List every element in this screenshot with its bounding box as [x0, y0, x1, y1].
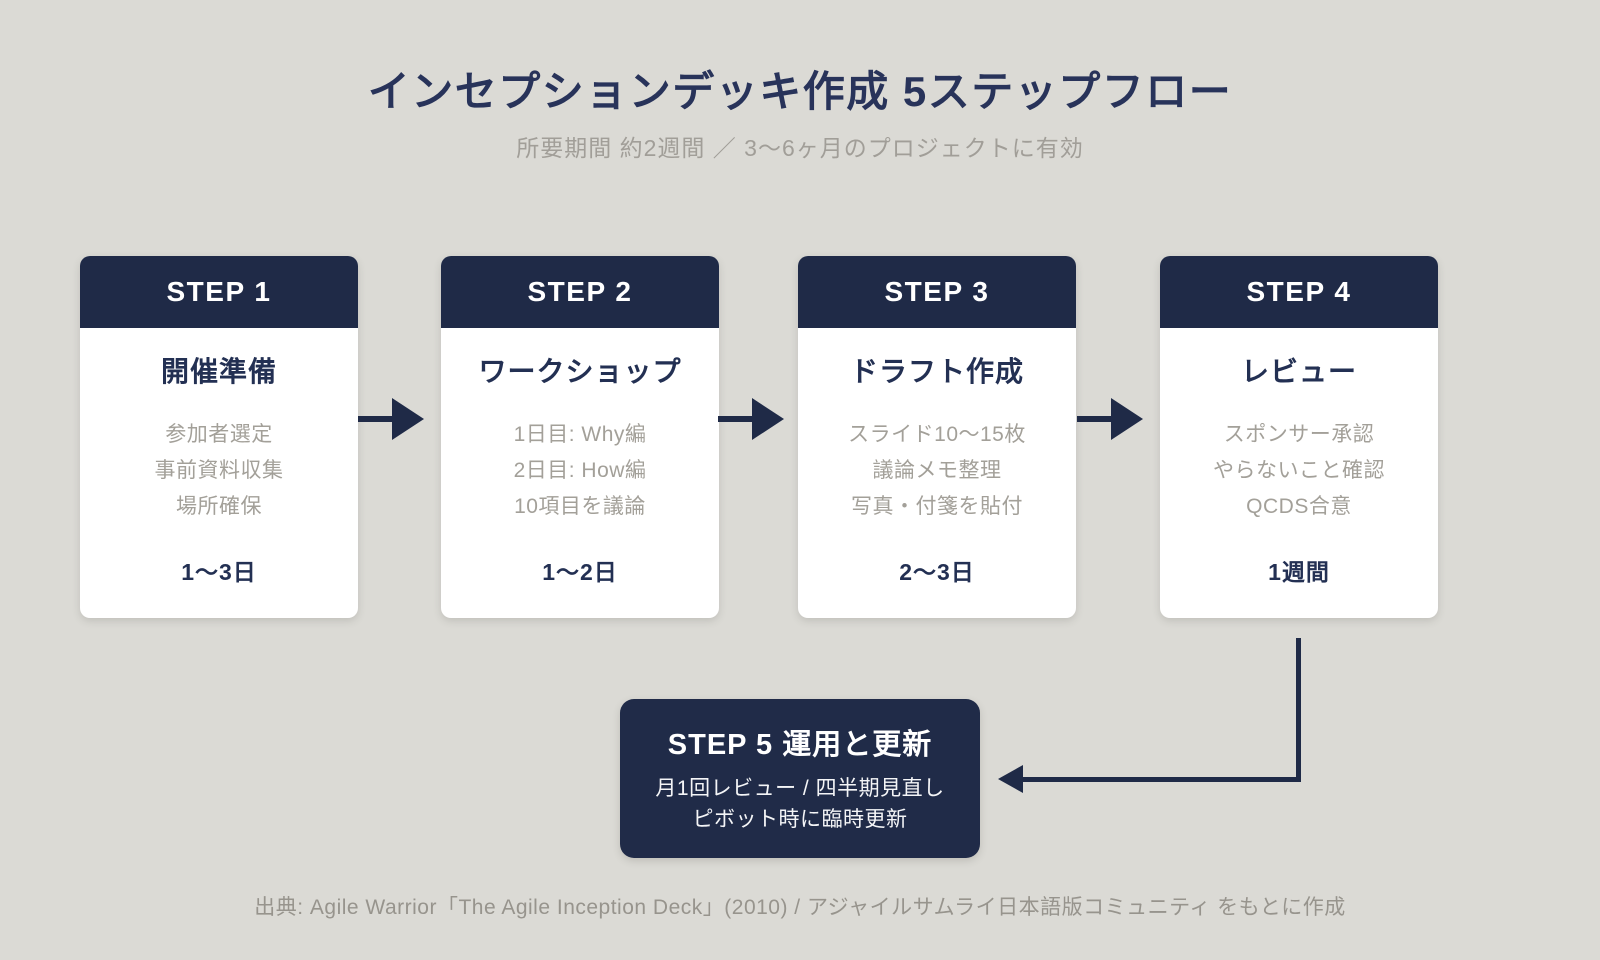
step-item: スライド10〜15枚	[848, 423, 1026, 446]
step-item: 事前資料収集	[154, 459, 284, 482]
step4-duration: 1週間	[1268, 559, 1330, 585]
source-attribution: 出典: Agile Warrior「The Agile Inception De…	[254, 896, 1346, 919]
elbow-connector-vertical-line	[1296, 638, 1301, 782]
step-item: 2日目: How編	[513, 459, 647, 482]
step2-header: STEP 2	[441, 256, 719, 328]
step3-title: ドラフト作成	[849, 356, 1024, 387]
step1-card: STEP 1 開催準備 参加者選定 事前資料収集 場所確保 1〜3日	[80, 256, 358, 618]
arrow-shaft	[718, 416, 758, 422]
step5-line: 月1回レビュー / 四半期見直し	[655, 777, 945, 800]
step4-header: STEP 4	[1160, 256, 1438, 328]
step-item: 10項目を議論	[514, 495, 646, 518]
step-item: 場所確保	[176, 495, 262, 518]
step3-header: STEP 3	[798, 256, 1076, 328]
step2-items: 1日目: Why編 2日目: How編 10項目を議論	[514, 417, 647, 525]
arrow-right-icon	[1077, 398, 1143, 440]
step1-header: STEP 1	[80, 256, 358, 328]
elbow-connector-horizontal-line	[1020, 777, 1301, 782]
step1-duration: 1〜3日	[181, 559, 257, 585]
step5-line: ピボット時に臨時更新	[692, 808, 908, 831]
step1-title: 開催準備	[160, 356, 277, 387]
step3-duration: 2〜3日	[899, 559, 975, 585]
page-subtitle: 所要期間 約2週間 ／ 3〜6ヶ月のプロジェクトに有効	[516, 135, 1084, 161]
step2-card: STEP 2 ワークショップ 1日目: Why編 2日目: How編 10項目を…	[441, 256, 719, 618]
step5-title: STEP 5 運用と更新	[667, 729, 933, 761]
step-item: 1日目: Why編	[513, 423, 647, 446]
step-item: やらないこと確認	[1213, 459, 1385, 482]
step1-items: 参加者選定 事前資料収集 場所確保	[155, 417, 284, 525]
step5-card: STEP 5 運用と更新 月1回レビュー / 四半期見直し ピボット時に臨時更新	[620, 699, 980, 858]
step-item: スポンサー承認	[1223, 423, 1375, 446]
step2-title: ワークショップ	[478, 356, 682, 387]
arrow-right-icon	[358, 398, 424, 440]
step2-duration: 1〜2日	[542, 559, 618, 585]
arrow-right-icon	[718, 398, 784, 440]
arrow-shaft	[1077, 416, 1117, 422]
step5-details: 月1回レビュー / 四半期見直し ピボット時に臨時更新	[655, 773, 944, 835]
step-item: QCDS合意	[1246, 495, 1352, 518]
arrow-head	[752, 398, 784, 440]
arrow-head	[1111, 398, 1143, 440]
arrow-shaft	[358, 416, 398, 422]
step3-card: STEP 3 ドラフト作成 スライド10〜15枚 議論メモ整理 写真・付箋を貼付…	[798, 256, 1076, 618]
step-item: 写真・付箋を貼付	[851, 495, 1023, 518]
arrow-head	[392, 398, 424, 440]
step3-items: スライド10〜15枚 議論メモ整理 写真・付箋を貼付	[848, 417, 1026, 525]
step4-card: STEP 4 レビュー スポンサー承認 やらないこと確認 QCDS合意 1週間	[1160, 256, 1438, 618]
step4-items: スポンサー承認 やらないこと確認 QCDS合意	[1213, 417, 1385, 525]
page-title: インセプションデッキ作成 5ステップフロー	[367, 68, 1233, 115]
step4-title: レビュー	[1240, 356, 1357, 387]
arrow-left-icon	[998, 765, 1023, 793]
step-item: 参加者選定	[165, 423, 273, 446]
step-item: 議論メモ整理	[872, 459, 1002, 482]
